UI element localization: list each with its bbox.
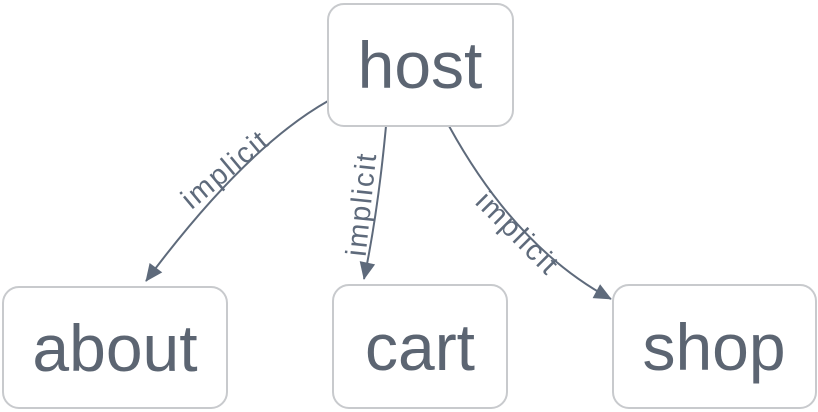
- node-shop-box[interactable]: [612, 284, 817, 409]
- edge-label-host-cart: implicit: [341, 150, 384, 257]
- node-shop-label: shop: [642, 310, 785, 384]
- edge-host-about: [145, 100, 329, 282]
- edge-host-cart: [359, 125, 387, 280]
- edge-label-text: implicit: [469, 185, 566, 282]
- node-about-label: about: [32, 311, 197, 385]
- edge-labels-layer: implicit implicit implicit: [175, 124, 565, 282]
- node-host-label: host: [358, 28, 483, 102]
- node-cart-box[interactable]: [332, 284, 508, 409]
- edge-label-text: implicit: [341, 150, 384, 257]
- edge-label-text: implicit: [175, 124, 276, 216]
- node-cart[interactable]: cart: [332, 284, 508, 409]
- edge-host-shop: [448, 125, 612, 300]
- node-host-box[interactable]: [327, 3, 514, 127]
- edge-label-host-about: implicit: [175, 124, 276, 216]
- nodes-layer: host about cart shop: [2, 3, 817, 409]
- node-cart-label: cart: [365, 310, 475, 384]
- node-host[interactable]: host: [327, 3, 514, 127]
- node-about-box[interactable]: [2, 286, 228, 409]
- edges-layer: [145, 100, 612, 300]
- node-about[interactable]: about: [2, 286, 228, 409]
- edge-label-host-shop: implicit: [469, 185, 566, 282]
- node-shop[interactable]: shop: [612, 284, 817, 409]
